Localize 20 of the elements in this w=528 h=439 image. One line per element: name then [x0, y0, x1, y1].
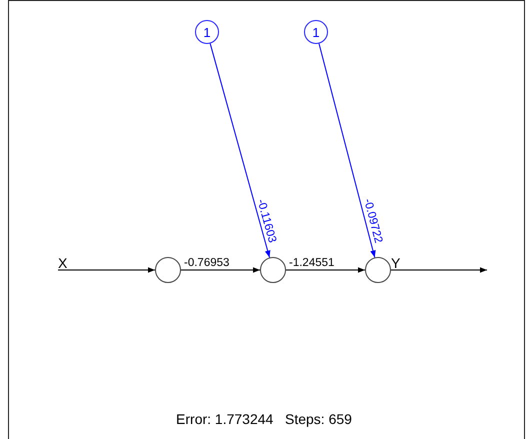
neuron-circle	[260, 257, 286, 283]
bias-value: 1	[203, 24, 211, 40]
input-label: X	[58, 256, 72, 270]
weight-label: -0.11603	[254, 197, 279, 246]
bias-node-circle	[304, 20, 328, 44]
neuron-circle	[155, 257, 181, 283]
arrow	[180, 267, 260, 273]
output-label: Y	[391, 256, 400, 270]
neuron-circle	[365, 257, 391, 283]
arrow	[286, 267, 366, 273]
arrow	[58, 267, 156, 273]
arrow	[210, 43, 270, 258]
weight-label: -0.09722	[361, 196, 385, 246]
weight-label: -0.76953	[183, 257, 230, 269]
arrow	[318, 43, 376, 258]
arrow	[390, 267, 488, 273]
bias-value: 1	[312, 24, 320, 40]
caption: Error: 1.773244 Steps: 659	[176, 411, 352, 427]
bias-node-circle	[195, 20, 219, 44]
weight-label: -1.24551	[288, 257, 336, 269]
